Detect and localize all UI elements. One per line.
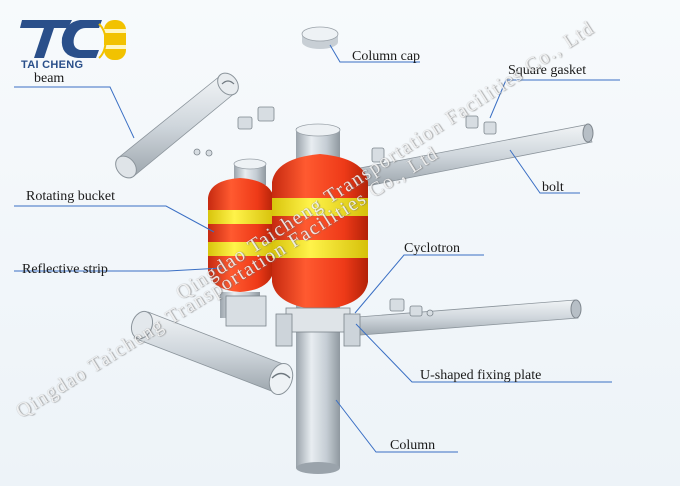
- lower-rail: [344, 299, 582, 337]
- lower-beam: [130, 310, 294, 395]
- label-square-gasket: Square gasket: [508, 63, 587, 78]
- logo-mark-icon: [20, 20, 126, 60]
- upper-beam: [115, 72, 239, 179]
- company-logo: TAI CHENG: [20, 12, 150, 74]
- label-cyclotron: Cyclotron: [404, 241, 460, 256]
- leader-lines: [14, 44, 620, 453]
- label-column-cap: Column cap: [352, 49, 421, 64]
- bolt-parts: [193, 106, 497, 317]
- label-reflective-strip: Reflective strip: [22, 262, 108, 277]
- label-rotating-bucket: Rotating bucket: [26, 189, 116, 204]
- label-bolt: bolt: [542, 180, 564, 195]
- label-beam: beam: [34, 71, 65, 86]
- column-cap: [301, 26, 339, 49]
- label-column: Column: [390, 438, 436, 453]
- front-rotating-bucket: [272, 154, 368, 310]
- logo-name: TAI CHENG: [21, 59, 84, 71]
- label-u-shaped-fixing-plate: U-shaped fixing plate: [420, 368, 542, 383]
- u-shaped-fixing-plate: [225, 295, 361, 347]
